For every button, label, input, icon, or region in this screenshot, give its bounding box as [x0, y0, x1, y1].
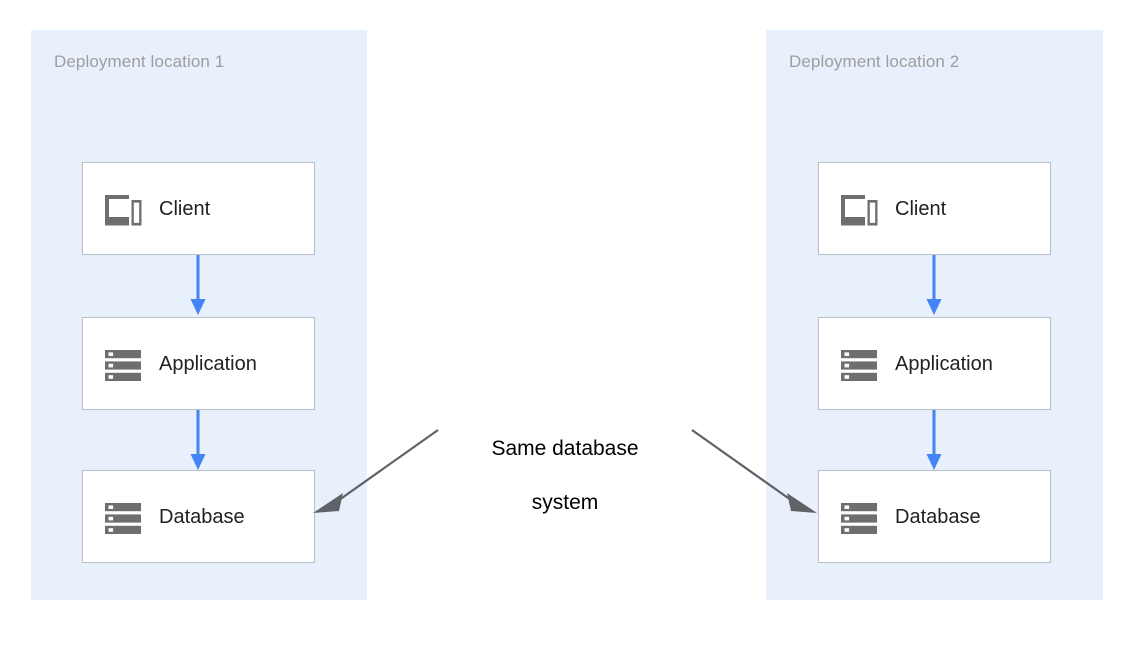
flow-arrow-client-to-application-2: [924, 255, 944, 317]
flow-arrow-client-to-application-1: [188, 255, 208, 317]
server-icon: [101, 342, 145, 386]
node-client-1-label: Client: [159, 197, 211, 220]
annotation-same-database-system: Same database system: [440, 408, 690, 543]
annotation-arrow-to-database-2: [685, 425, 825, 525]
node-client-2[interactable]: Client: [818, 162, 1051, 255]
deployment-zone-1-title: Deployment location 1: [54, 52, 225, 71]
node-application-2[interactable]: Application: [818, 317, 1051, 410]
server-icon: [101, 495, 145, 539]
annotation-line-1: Same database: [491, 437, 639, 460]
devices-icon: [101, 187, 145, 231]
node-database-2-label: Database: [895, 505, 981, 528]
node-application-2-label: Application: [895, 352, 993, 375]
node-client-2-label: Client: [895, 197, 947, 220]
devices-icon: [837, 187, 881, 231]
annotation-arrow-to-database-1: [305, 425, 445, 525]
node-application-1[interactable]: Application: [82, 317, 315, 410]
annotation-line-2: system: [531, 491, 599, 514]
node-application-1-label: Application: [159, 352, 257, 375]
flow-arrow-application-to-database-1: [188, 410, 208, 472]
node-database-2[interactable]: Database: [818, 470, 1051, 563]
server-icon: [837, 495, 881, 539]
server-icon: [837, 342, 881, 386]
flow-arrow-application-to-database-2: [924, 410, 944, 472]
node-database-1[interactable]: Database: [82, 470, 315, 563]
node-client-1[interactable]: Client: [82, 162, 315, 255]
deployment-zone-2-title: Deployment location 2: [789, 52, 960, 71]
node-database-1-label: Database: [159, 505, 245, 528]
